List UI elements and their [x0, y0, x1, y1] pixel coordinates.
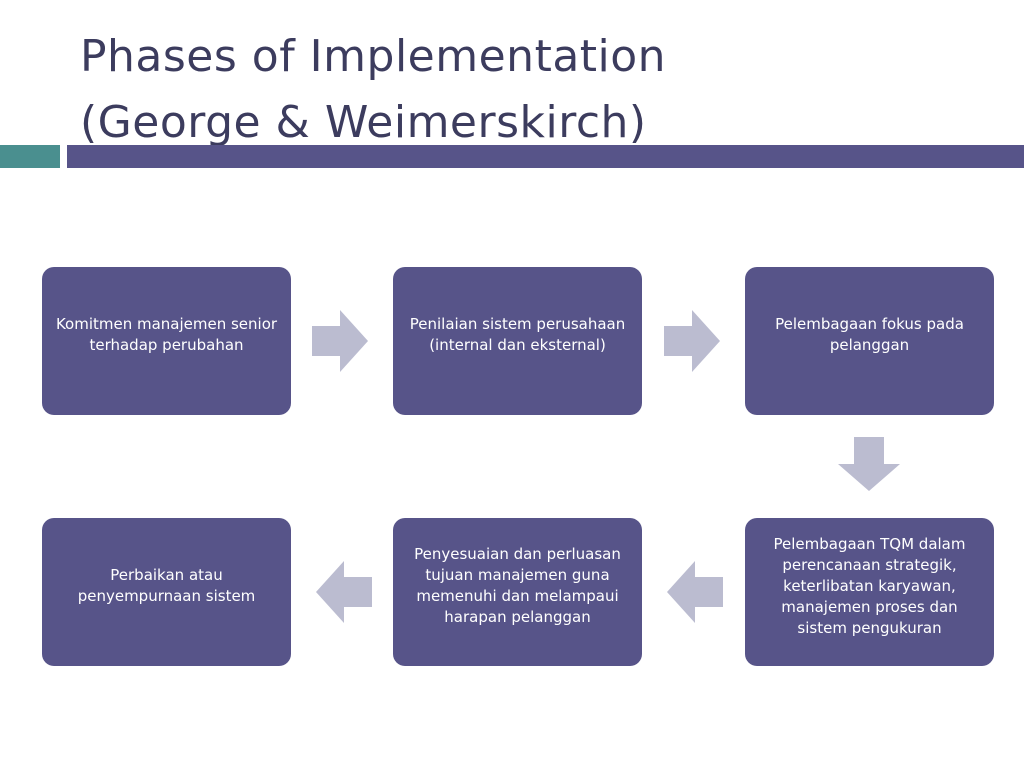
step-box-6: Perbaikan atau penyempurnaan sistem [42, 518, 291, 666]
slide-title: Phases of Implementation (George & Weime… [80, 24, 980, 156]
step-text-2: Penilaian sistem perusahaan (internal da… [409, 315, 626, 354]
step-text-1: Komitmen manajemen senior terhadap perub… [55, 315, 278, 354]
step-text-6: Perbaikan atau penyempurnaan sistem [77, 566, 256, 605]
step-text-3: Pelembagaan fokus pada pelanggan [775, 315, 964, 354]
step-box-5: Penyesuaian dan perluasan tujuan manajem… [393, 518, 642, 666]
accent-bar-purple [67, 145, 1024, 168]
arrow-left-icon [667, 561, 723, 623]
step-text-5: Penyesuaian dan perluasan tujuan manajem… [414, 545, 621, 626]
arrow-right-icon [312, 310, 368, 372]
arrow-down-icon [838, 437, 900, 491]
step-box-4: Pelembagaan TQM dalam perencanaan strate… [745, 518, 994, 666]
step-box-2: Penilaian sistem perusahaan (internal da… [393, 267, 642, 415]
step-box-3: Pelembagaan fokus pada pelanggan [745, 267, 994, 415]
slide-title-line-2: (George & Weimerskirch) [80, 97, 647, 148]
step-text-4: Pelembagaan TQM dalam perencanaan strate… [773, 534, 966, 637]
step-box-1: Komitmen manajemen senior terhadap perub… [42, 267, 291, 415]
arrow-left-icon [316, 561, 372, 623]
slide-title-line-1: Phases of Implementation [80, 31, 667, 82]
accent-bar-teal [0, 145, 60, 168]
arrow-right-icon [664, 310, 720, 372]
